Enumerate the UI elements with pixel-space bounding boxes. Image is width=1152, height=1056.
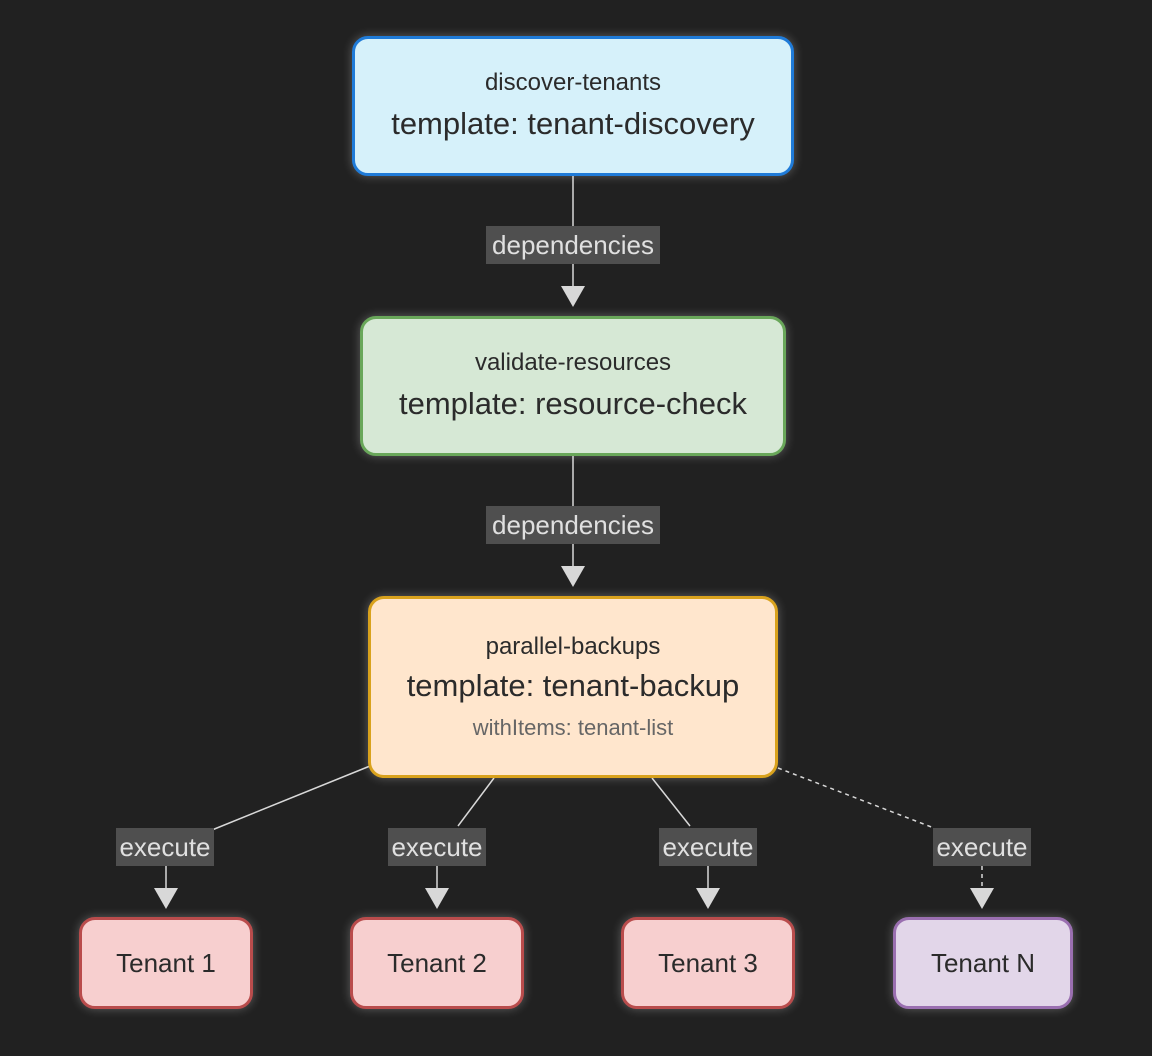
node-with-items: withItems: tenant-list	[472, 715, 674, 740]
node-name: validate-resources	[474, 349, 672, 376]
arrowhead-parallel	[561, 566, 585, 587]
arrowhead-tenant-2	[425, 888, 449, 909]
node-template: template: tenant-discovery	[391, 106, 755, 141]
edge-label-execute-4: execute	[933, 828, 1031, 866]
edge-label-dependencies-1: dependencies	[486, 226, 660, 264]
arrowhead-tenant-n	[970, 888, 994, 909]
node-template: template: tenant-backup	[406, 668, 740, 703]
node-tenant-1[interactable]: Tenant 1	[79, 917, 253, 1009]
edge-parallel-to-tenant-3	[651, 777, 691, 827]
edge-parallel-to-tenant-n	[777, 767, 935, 829]
node-tenant-n[interactable]: Tenant N	[893, 917, 1073, 1009]
edge-parallel-to-tenant-2	[457, 777, 495, 827]
node-tenant-2[interactable]: Tenant 2	[350, 917, 524, 1009]
node-validate-resources[interactable]: validate-resources template: resource-ch…	[360, 316, 786, 456]
node-discover-tenants[interactable]: discover-tenants template: tenant-discov…	[352, 36, 794, 176]
edge-label-execute-3: execute	[659, 828, 757, 866]
arrowhead-tenant-3	[696, 888, 720, 909]
edge-parallel-to-tenant-1	[211, 765, 371, 831]
node-parallel-backups[interactable]: parallel-backups template: tenant-backup…	[368, 596, 778, 778]
arrowhead-validate	[561, 286, 585, 307]
node-name: parallel-backups	[485, 633, 661, 660]
edge-label-execute-1: execute	[116, 828, 214, 866]
node-tenant-3[interactable]: Tenant 3	[621, 917, 795, 1009]
edge-label-dependencies-2: dependencies	[486, 506, 660, 544]
node-name: discover-tenants	[484, 69, 662, 96]
edge-label-execute-2: execute	[388, 828, 486, 866]
arrowhead-tenant-1	[154, 888, 178, 909]
node-template: template: resource-check	[398, 386, 748, 421]
